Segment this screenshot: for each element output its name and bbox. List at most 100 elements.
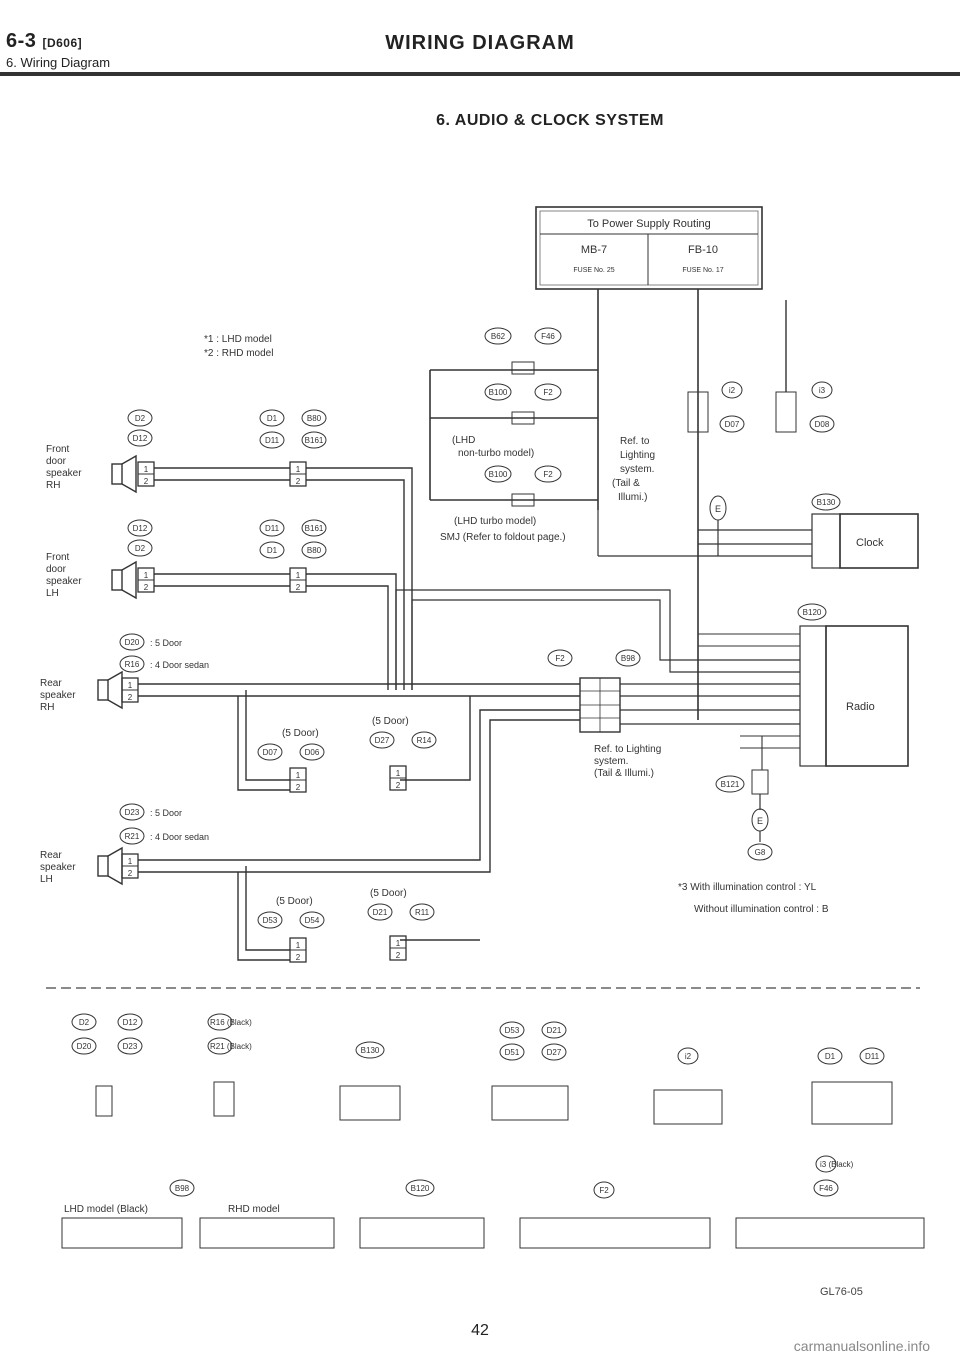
svg-text:RH: RH bbox=[40, 702, 54, 713]
svg-text:Front: Front bbox=[46, 444, 70, 455]
svg-text:F2: F2 bbox=[599, 1186, 609, 1195]
svg-text:D07: D07 bbox=[263, 748, 278, 757]
svg-text:E: E bbox=[715, 504, 721, 514]
svg-text:D2: D2 bbox=[135, 414, 146, 423]
svg-text:B100: B100 bbox=[489, 388, 508, 397]
svg-text:B98: B98 bbox=[175, 1184, 190, 1193]
svg-text:(5 Door): (5 Door) bbox=[370, 888, 407, 899]
illum-note-1: *3 With illumination control : YL bbox=[678, 882, 817, 893]
page-number: 42 bbox=[471, 1322, 489, 1339]
svg-text:D12: D12 bbox=[133, 434, 148, 443]
svg-text:F46: F46 bbox=[819, 1184, 833, 1193]
svg-text:LH: LH bbox=[40, 874, 53, 885]
header-rule bbox=[0, 72, 960, 76]
svg-text:(5 Door): (5 Door) bbox=[372, 716, 409, 727]
svg-text:D21: D21 bbox=[373, 908, 388, 917]
svg-text:system.: system. bbox=[620, 464, 654, 475]
svg-text:speaker: speaker bbox=[46, 468, 82, 479]
svg-text:D1: D1 bbox=[267, 546, 278, 555]
center-connector-tags: B62 F46 B100 F2 B100 F2 bbox=[484, 327, 562, 507]
svg-text:Rear: Rear bbox=[40, 678, 62, 689]
svg-text:(5 Door): (5 Door) bbox=[282, 728, 319, 739]
svg-text:D27: D27 bbox=[547, 1048, 562, 1057]
power-supply-box: To Power Supply Routing MB-7 FUSE No. 25… bbox=[535, 206, 763, 290]
illum-note-2: Without illumination control : B bbox=[694, 904, 829, 915]
figure-id: GL76-05 bbox=[820, 1286, 863, 1298]
svg-text:(Tail & Illumi.): (Tail & Illumi.) bbox=[594, 768, 654, 779]
svg-text:B161: B161 bbox=[305, 436, 324, 445]
svg-text:D27: D27 bbox=[375, 736, 390, 745]
svg-text:Front: Front bbox=[46, 552, 70, 563]
svg-text:: 4 Door sedan: : 4 Door sedan bbox=[150, 660, 209, 670]
svg-text:D2: D2 bbox=[135, 544, 146, 553]
svg-text:F46: F46 bbox=[541, 332, 555, 341]
svg-text:RH: RH bbox=[46, 480, 60, 491]
svg-text:B121: B121 bbox=[721, 780, 740, 789]
svg-text:B62: B62 bbox=[491, 332, 506, 341]
svg-text:door: door bbox=[46, 456, 67, 467]
lhd-nonturbo-2: non-turbo model) bbox=[458, 448, 534, 459]
svg-text:D2: D2 bbox=[79, 1018, 90, 1027]
lhd-turbo-1: (LHD turbo model) bbox=[454, 516, 536, 527]
svg-text:B120: B120 bbox=[411, 1184, 430, 1193]
svg-text:D1: D1 bbox=[267, 414, 278, 423]
svg-text:B98: B98 bbox=[621, 654, 636, 663]
svg-text:D23: D23 bbox=[125, 808, 140, 817]
lhd-nonturbo-1: (LHD bbox=[452, 435, 475, 446]
note-lhd: *1 : LHD model bbox=[204, 334, 272, 345]
svg-text:G8: G8 bbox=[755, 848, 766, 857]
svg-text:: 4 Door sedan: : 4 Door sedan bbox=[150, 832, 209, 842]
svg-text:i2: i2 bbox=[685, 1052, 692, 1061]
svg-text:speaker: speaker bbox=[40, 862, 76, 873]
svg-text:R14: R14 bbox=[417, 736, 432, 745]
power-box-title: To Power Supply Routing bbox=[587, 218, 711, 230]
svg-text:D12: D12 bbox=[123, 1018, 138, 1027]
svg-text:B120: B120 bbox=[803, 608, 822, 617]
svg-text:door: door bbox=[46, 564, 67, 575]
svg-text:D51: D51 bbox=[505, 1048, 520, 1057]
svg-text:i3 (Black): i3 (Black) bbox=[820, 1160, 854, 1169]
connector-legend-row1: D2 D12 D20 D23 R16 (Black) R21 (Black) B… bbox=[71, 1013, 893, 1125]
front-speaker-rh: Front door speaker RH D2 D12 D1 B80 D11 … bbox=[46, 409, 413, 690]
svg-text:B100: B100 bbox=[489, 470, 508, 479]
svg-text:RHD model: RHD model bbox=[228, 1204, 280, 1215]
svg-text:: 5 Door: : 5 Door bbox=[150, 638, 182, 648]
svg-text:R16: R16 bbox=[125, 660, 140, 669]
svg-text:R21 (Black): R21 (Black) bbox=[210, 1042, 252, 1051]
svg-text:speaker: speaker bbox=[46, 576, 82, 587]
svg-text:B80: B80 bbox=[307, 414, 322, 423]
svg-text:D08: D08 bbox=[815, 420, 830, 429]
section-name: 6. Wiring Diagram bbox=[6, 55, 111, 70]
svg-text:D54: D54 bbox=[305, 916, 320, 925]
svg-text:R21: R21 bbox=[125, 832, 140, 841]
svg-text:Ref. to Lighting: Ref. to Lighting bbox=[594, 744, 661, 755]
mb7-fuse: FUSE No. 25 bbox=[573, 267, 614, 274]
ref-lighting-1: Ref. to Lighting system. (Tail & Illumi.… bbox=[612, 436, 655, 503]
power-lines bbox=[429, 289, 699, 720]
svg-text:D20: D20 bbox=[125, 638, 140, 647]
front-speaker-lh: Front door speaker LH D12 D2 D11 B161 D1… bbox=[46, 519, 397, 690]
svg-text:Rear: Rear bbox=[40, 850, 62, 861]
clock-unit: Clock B130 E bbox=[597, 493, 919, 569]
svg-text:F2: F2 bbox=[555, 654, 565, 663]
fb10-fuse: FUSE No. 17 bbox=[682, 267, 723, 274]
svg-text:F2: F2 bbox=[543, 470, 553, 479]
svg-text:Illumi.): Illumi.) bbox=[618, 492, 647, 503]
svg-text:(Tail &: (Tail & bbox=[612, 478, 640, 489]
svg-text:D53: D53 bbox=[505, 1026, 520, 1035]
rear-speaker-rh: D20 : 5 Door R16 : 4 Door sedan Rear spe… bbox=[40, 633, 580, 793]
svg-text:Radio: Radio bbox=[846, 701, 875, 713]
rear-speaker-lh: D23 : 5 Door R21 : 4 Door sedan Rear spe… bbox=[40, 709, 580, 963]
svg-text:i2: i2 bbox=[729, 386, 736, 395]
svg-text:D53: D53 bbox=[263, 916, 278, 925]
svg-text:B130: B130 bbox=[817, 498, 836, 507]
svg-text:: 5 Door: : 5 Door bbox=[150, 808, 182, 818]
mb7-label: MB-7 bbox=[581, 244, 607, 256]
svg-text:D20: D20 bbox=[77, 1042, 92, 1051]
svg-text:R11: R11 bbox=[415, 908, 430, 917]
svg-text:D1: D1 bbox=[825, 1052, 836, 1061]
svg-text:D21: D21 bbox=[547, 1026, 562, 1035]
svg-text:Clock: Clock bbox=[856, 537, 884, 549]
svg-text:B80: B80 bbox=[307, 546, 322, 555]
